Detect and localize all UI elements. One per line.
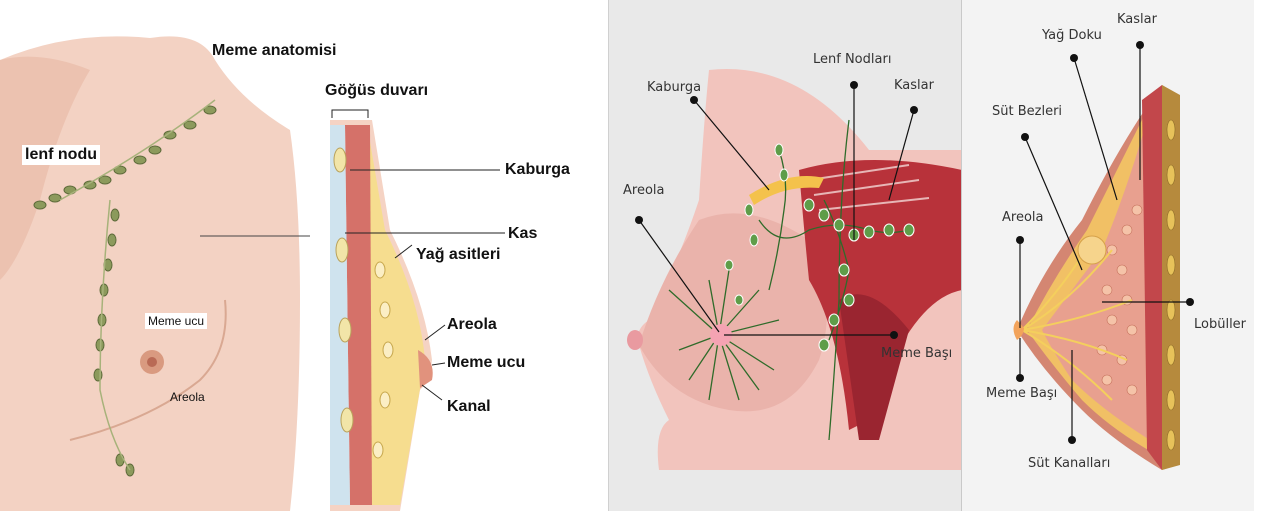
mid-label-lymph-nodes: Lenf Nodları xyxy=(813,52,891,67)
mid-label-rib: Kaburga xyxy=(647,80,701,95)
right-anatomy-panel: Yağ Doku Kaslar Süt Bezleri Areola Lobül… xyxy=(961,0,1254,511)
right-label-milk-ducts: Süt Kanalları xyxy=(1028,456,1110,471)
label-fat: Yağ asitleri xyxy=(416,246,501,264)
mid-nipple-shape xyxy=(627,330,643,350)
cross-section xyxy=(330,120,433,511)
right-anatomy-illustration xyxy=(962,0,1254,511)
middle-anatomy-illustration xyxy=(609,0,962,511)
mid-label-nipple: Meme Başı xyxy=(881,346,952,361)
chest-wall-bracket xyxy=(332,110,368,118)
left-anatomy-illustration xyxy=(0,0,600,511)
right-label-nipple: Meme Başı xyxy=(986,386,1057,401)
label-muscle: Kas xyxy=(508,225,537,243)
label-lymph-node: lenf nodu xyxy=(22,145,100,165)
middle-anatomy-panel: Kaburga Lenf Nodları Kaslar Areola Meme … xyxy=(608,0,962,511)
right-label-areola: Areola xyxy=(1002,210,1043,225)
label-nipple-box: Meme ucu xyxy=(145,313,207,329)
left-anatomy-panel: Meme anatomisi Göğüs duvarı lenf nodu Me… xyxy=(0,0,600,511)
label-rib: Kaburga xyxy=(505,161,570,179)
right-gland-shape xyxy=(1078,236,1106,264)
right-chest-wall xyxy=(1162,85,1180,470)
nipple-center xyxy=(147,357,157,367)
label-breast-anatomy: Meme anatomisi xyxy=(212,42,336,60)
mid-label-areola: Areola xyxy=(623,183,664,198)
label-areola-small: Areola xyxy=(170,390,205,404)
label-duct: Kanal xyxy=(447,398,491,416)
right-label-fat-tissue: Yağ Doku xyxy=(1042,28,1102,43)
label-nipple: Meme ucu xyxy=(447,354,525,372)
mid-label-muscles: Kaslar xyxy=(894,78,934,93)
right-label-muscles: Kaslar xyxy=(1117,12,1157,27)
right-label-milk-glands: Süt Bezleri xyxy=(992,104,1062,119)
label-areola: Areola xyxy=(447,316,497,334)
label-chest-wall: Göğüs duvarı xyxy=(325,82,428,100)
right-label-lobules: Lobüller xyxy=(1194,317,1246,332)
